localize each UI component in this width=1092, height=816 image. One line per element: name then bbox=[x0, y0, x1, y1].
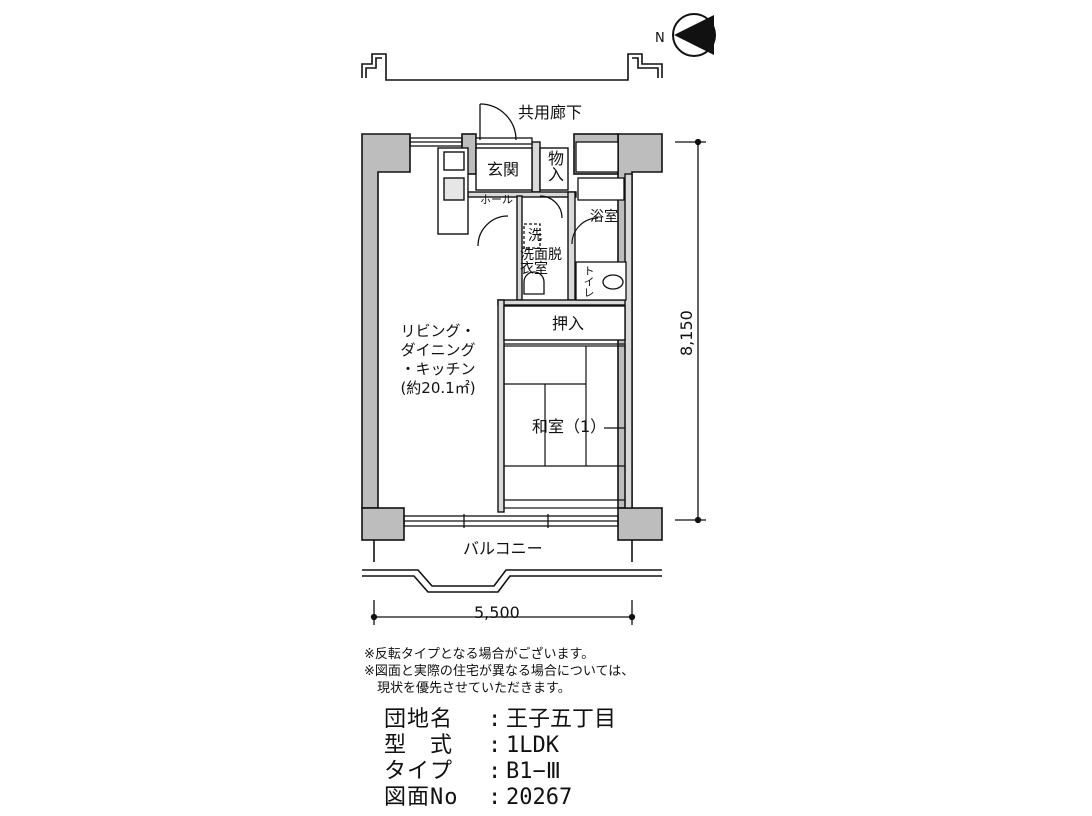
note-line: ※反転タイプとなる場合がございます。 bbox=[364, 647, 595, 662]
info-row-drawing-no: 図面No:20267 bbox=[384, 785, 573, 810]
compass-icon bbox=[672, 13, 716, 57]
width-dimension: 5,500 bbox=[474, 603, 520, 622]
ldk-label: リビング・ ダイニング ・キッチン (約20.1㎡) bbox=[400, 322, 476, 397]
closet-box bbox=[503, 305, 626, 341]
bath-label: 浴室 bbox=[590, 209, 618, 225]
model-value: 1LDK bbox=[506, 733, 559, 758]
hall-label: ホール bbox=[480, 193, 513, 206]
washer-label: 洗 bbox=[528, 228, 542, 244]
depth-dimension: 8,150 bbox=[677, 310, 696, 356]
plan-type-value: B1−Ⅲ bbox=[506, 759, 561, 784]
windows bbox=[403, 137, 619, 528]
drawing-no-value: 20267 bbox=[506, 785, 573, 810]
washroom-label: 洗面脱衣室 bbox=[520, 247, 562, 277]
balcony-label: バルコニー bbox=[463, 539, 543, 558]
entrance-box bbox=[475, 147, 533, 191]
bath-door bbox=[571, 217, 599, 245]
closet-label: 押入 bbox=[552, 314, 585, 333]
info-row-danchi: 団地名:王子五丁目 bbox=[384, 707, 617, 732]
corridor-outline bbox=[361, 53, 663, 81]
info-row-type: 型 式:1LDK bbox=[384, 733, 559, 758]
entrance-label: 玄関 bbox=[487, 160, 520, 179]
info-row-plan-type: タイプ:B1−Ⅲ bbox=[384, 759, 561, 784]
wash-door bbox=[539, 195, 563, 219]
hall-door bbox=[477, 215, 509, 247]
sink-icon bbox=[523, 271, 545, 295]
bath-fixture bbox=[575, 141, 619, 173]
compass-north-label: N bbox=[655, 31, 665, 46]
info-block: 団地名:王子五丁目 型 式:1LDK タイプ:B1−Ⅲ 図面No:20267 bbox=[384, 707, 616, 811]
balcony-outline bbox=[362, 540, 662, 593]
entrance-door bbox=[475, 103, 533, 145]
bathtub bbox=[577, 177, 625, 201]
toilet-icon bbox=[602, 274, 624, 290]
dimension-lines bbox=[370, 138, 706, 625]
washer-box bbox=[523, 223, 541, 249]
kitchen-counter bbox=[437, 147, 469, 235]
storage-box bbox=[539, 147, 569, 191]
corridor-label: 共用廊下 bbox=[518, 103, 583, 122]
danchi-name: 王子五丁目 bbox=[506, 707, 617, 732]
note-line: 現状を優先させていただきます。 bbox=[364, 681, 571, 696]
note-line: ※図面と実際の住宅が異なる場合については、 bbox=[364, 664, 635, 679]
tatami bbox=[503, 345, 626, 509]
storage-label: 物入 bbox=[545, 150, 564, 182]
interior-walls bbox=[467, 141, 633, 513]
washitsu-label: 和室（1） bbox=[532, 417, 607, 436]
notes: ※反転タイプとなる場合がございます。 ※図面と実際の住宅が異なる場合については、… bbox=[364, 646, 634, 697]
toilet-label: トイレ bbox=[582, 265, 595, 298]
